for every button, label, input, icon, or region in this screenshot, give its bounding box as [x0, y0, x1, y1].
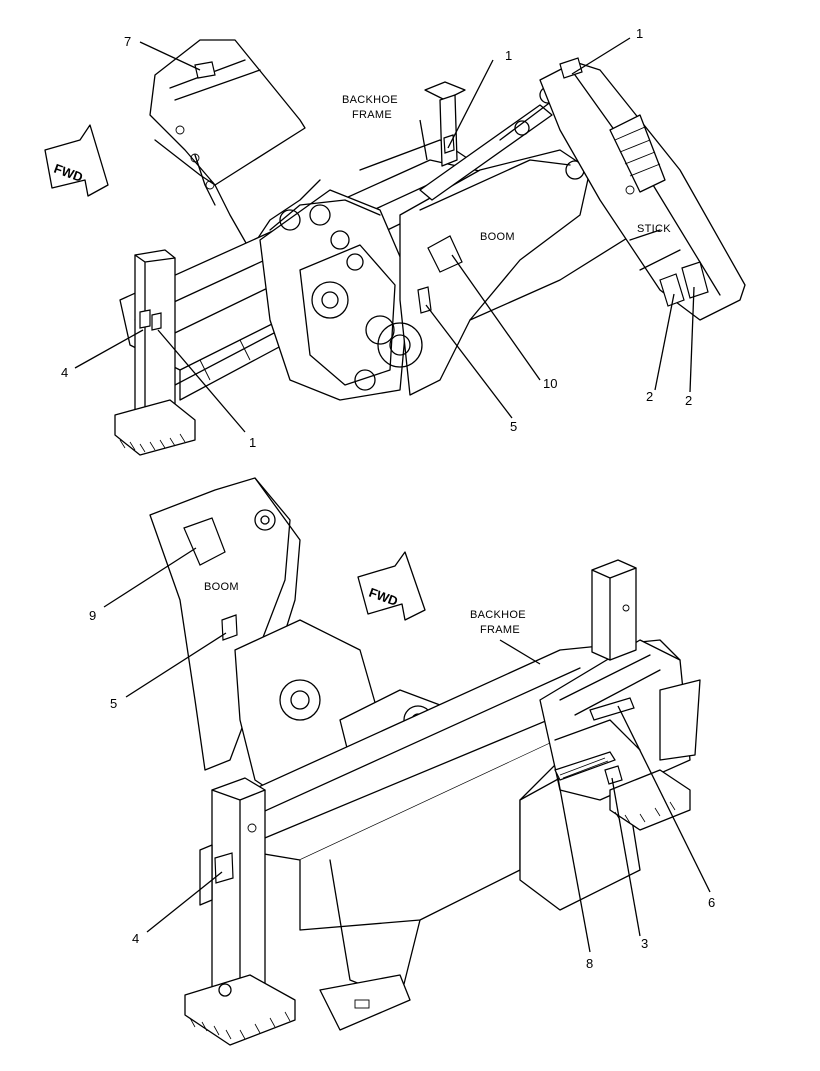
decal-9 — [183, 517, 226, 566]
decal-7 — [194, 61, 216, 79]
stabilizer-left-top — [114, 249, 196, 456]
decal-4-top — [139, 309, 151, 329]
decal-4-bottom — [214, 852, 234, 884]
callout-10: 10 — [543, 376, 557, 391]
callouts-top: 7 1 1 4 1 10 5 2 2 — [61, 26, 692, 450]
fwd-arrow-bottom: FWD — [357, 551, 426, 621]
callout-4-top: 4 — [61, 365, 68, 380]
decal-5-bottom — [221, 614, 238, 641]
backhoe-frame-label-bottom-line2: FRAME — [480, 624, 520, 636]
rear-box-bottom — [539, 639, 701, 801]
decal-1-center — [443, 134, 455, 154]
callout-8: 8 — [586, 956, 593, 971]
backhoe-frame-label-top-line2: FRAME — [352, 109, 392, 121]
callout-1-bottom: 1 — [249, 435, 256, 450]
bracket-top-center — [424, 81, 466, 167]
labels-bottom: BOOM BACKHOE FRAME — [204, 581, 526, 636]
callout-2-left: 2 — [646, 389, 653, 404]
callout-9: 9 — [89, 608, 96, 623]
boom-cylinder-top — [419, 86, 561, 201]
boom-label-bottom: BOOM — [204, 581, 239, 593]
decal-8 — [554, 751, 616, 781]
cab-rear-panel — [149, 39, 321, 251]
backhoe-frame-label-top-line1: BACKHOE — [342, 94, 398, 106]
fwd-arrow-top: FWD — [44, 124, 109, 197]
callout-6: 6 — [708, 895, 715, 910]
bottom-illustration: FWD BOOM BACKHOE FRAME 9 5 4 8 3 6 — [89, 477, 715, 1046]
leaders-top — [74, 37, 695, 433]
callout-2-right: 2 — [685, 393, 692, 408]
callout-5-top: 5 — [510, 419, 517, 434]
callout-7: 7 — [124, 34, 131, 49]
decal-1-right — [559, 57, 583, 79]
stick-label-top: STICK — [637, 223, 671, 235]
decal-10 — [427, 235, 463, 273]
backhoe-frame-label-bottom-line1: BACKHOE — [470, 609, 526, 621]
stabilizer-right-bottom — [591, 559, 691, 831]
leaders-bottom — [103, 547, 711, 953]
callouts-bottom: 9 5 4 8 3 6 — [89, 608, 715, 971]
callout-1-right: 1 — [636, 26, 643, 41]
labels-top: BACKHOE FRAME BOOM STICK — [342, 94, 671, 243]
decal-2-left — [659, 273, 685, 307]
decal-3 — [604, 765, 623, 785]
callout-4-bottom: 4 — [132, 931, 139, 946]
stick-top — [539, 57, 746, 321]
top-illustration: FWD BACKHOE FRAME BOOM STICK 7 1 1 — [44, 26, 746, 456]
swing-tower-top — [259, 139, 471, 401]
callout-3: 3 — [641, 936, 648, 951]
decal-1-bottom — [151, 312, 162, 331]
callout-1-center: 1 — [505, 48, 512, 63]
stabilizer-left-bottom — [184, 777, 296, 1046]
callout-5-bottom: 5 — [110, 696, 117, 711]
decal-6 — [589, 697, 635, 721]
boom-label-top: BOOM — [480, 231, 515, 243]
decal-2-right — [681, 261, 709, 299]
